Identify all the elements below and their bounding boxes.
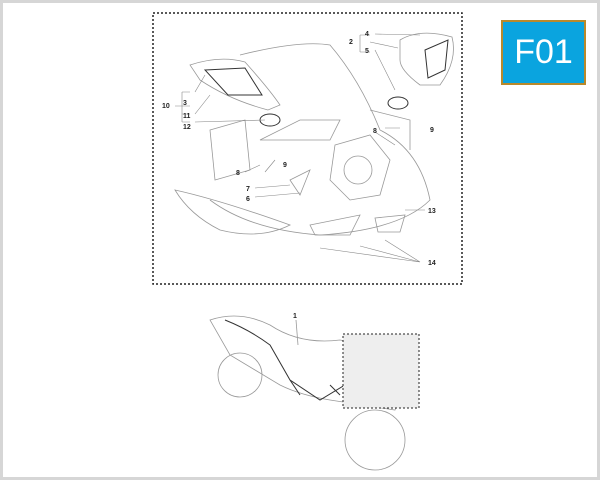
detail-area-box	[342, 333, 420, 409]
callout-lines	[175, 33, 425, 263]
callout-4: 4	[365, 31, 369, 38]
parts-diagram: 10 3 11 12 4 2 5 9 8 9 8 7 6 13 14 1	[152, 12, 463, 471]
callout-9a: 9	[430, 127, 434, 134]
callout-14: 14	[428, 260, 436, 267]
figure-badge: F01	[501, 20, 586, 85]
callout-3: 3	[183, 100, 187, 107]
callout-5: 5	[365, 48, 369, 55]
callout-6: 6	[246, 196, 250, 203]
detail-box	[152, 12, 463, 285]
callout-1: 1	[293, 313, 297, 320]
fairing-drawing	[174, 32, 454, 236]
callout-11: 11	[183, 113, 191, 120]
callout-13: 13	[428, 208, 436, 215]
callout-8b: 8	[236, 170, 240, 177]
callout-10: 10	[162, 103, 170, 110]
callout-2: 2	[349, 39, 353, 46]
callout-9b: 9	[283, 162, 287, 169]
motorcycle-overview	[209, 315, 420, 471]
callout-labels: 10 3 11 12 4 2 5 9 8 9 8 7 6 13 14 1	[162, 31, 436, 320]
callout-7: 7	[246, 186, 250, 193]
callout-12: 12	[183, 124, 191, 131]
callout-8a: 8	[373, 128, 377, 135]
